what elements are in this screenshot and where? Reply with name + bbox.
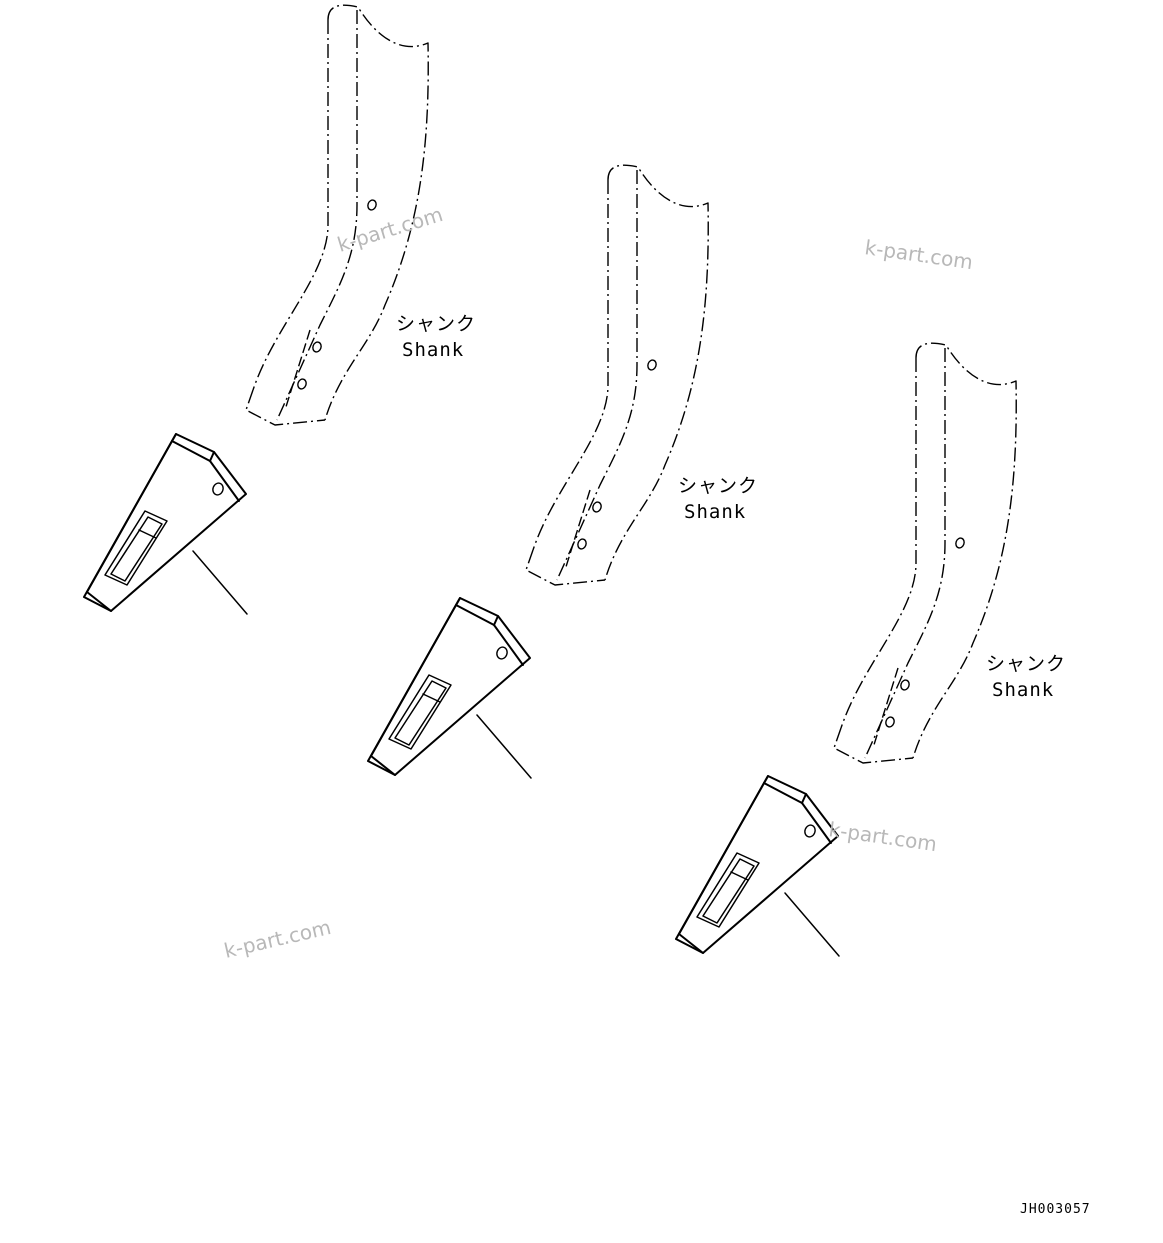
watermark-3: k-part.com — [827, 817, 938, 856]
shank-3 — [833, 342, 1017, 764]
shank-2 — [525, 164, 709, 586]
shank-label-jp-1: シャンク — [396, 313, 476, 335]
shank-label-jp-2: シャンク — [678, 475, 758, 497]
tooth-1 — [83, 433, 248, 615]
watermark-4: k-part.com — [222, 915, 333, 963]
tooth-3 — [675, 775, 840, 957]
tooth-2 — [367, 597, 532, 779]
watermark-2: k-part.com — [863, 235, 974, 274]
shank-label-jp-3: シャンク — [986, 653, 1066, 675]
drawing-code: JH003057 — [1020, 1202, 1091, 1217]
watermark-1: k-part.com — [334, 202, 445, 257]
shank-label-en-2: Shank — [684, 501, 746, 523]
shank-label-en-3: Shank — [992, 679, 1054, 701]
shank-label-en-1: Shank — [402, 339, 464, 361]
